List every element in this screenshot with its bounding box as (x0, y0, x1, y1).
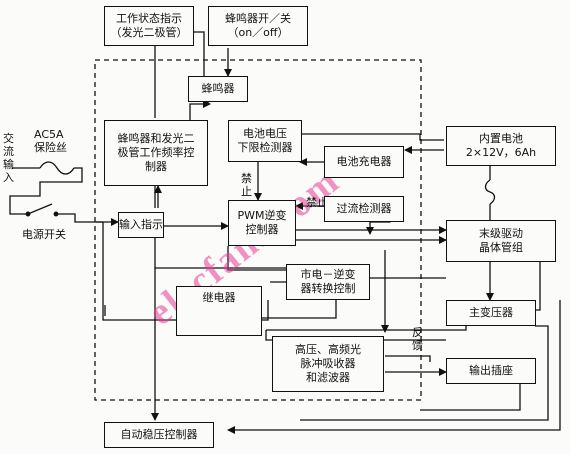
pwm-inverter-controller-block: PWM逆变 控制器 (228, 200, 296, 246)
buzzer-switch-block: 蜂鸣器开／关 （on／off） (208, 6, 308, 46)
automatic-voltage-regulator-block: 自动稳压控制器 (104, 422, 214, 448)
output-socket-block: 输出插座 (446, 358, 536, 384)
status-indicator-block: 工作状态指示 （发光二极管） (104, 6, 194, 46)
overcurrent-detector-block: 过流检测器 (324, 196, 404, 222)
battery-fuse-symbol (484, 179, 496, 205)
fuse-symbol (39, 161, 75, 175)
relay-block: 继电器 (176, 286, 262, 336)
battery-low-voltage-detector-block: 电池电压 下限检测器 (228, 120, 302, 162)
internal-battery-block: 内置电池 2×12V，6Ah (446, 126, 556, 166)
inhibit-label-2: 禁止 (306, 196, 328, 209)
battery-charger-block: 电池充电器 (324, 146, 404, 178)
power-switch-label: 电源开关 (22, 228, 66, 241)
mains-inverter-transfer-control-block: 市电－逆变 器转换控制 (286, 264, 370, 300)
fuse-label: AC5A 保险丝 (34, 128, 67, 154)
final-drive-transistor-block: 末级驱动 晶体管组 (446, 220, 556, 262)
buzzer-block: 蜂鸣器 (188, 76, 248, 102)
buzzer-led-frequency-controller-block: 蜂鸣器和发光二 极管工作频率控 制器 (104, 120, 208, 186)
power-switch-symbol (20, 203, 53, 215)
feedback-label: 反 馈 (412, 326, 423, 352)
input-indicator-block: 输入指示 (118, 212, 164, 238)
ac-input-label: 交 流 输 入 (3, 132, 14, 184)
main-transformer-block: 主变压器 (446, 300, 536, 326)
surge-absorber-filter-block: 高压、高频光 脉冲吸收器 和滤波器 (272, 336, 384, 392)
inhibit-label-1: 禁 止 (241, 172, 252, 198)
